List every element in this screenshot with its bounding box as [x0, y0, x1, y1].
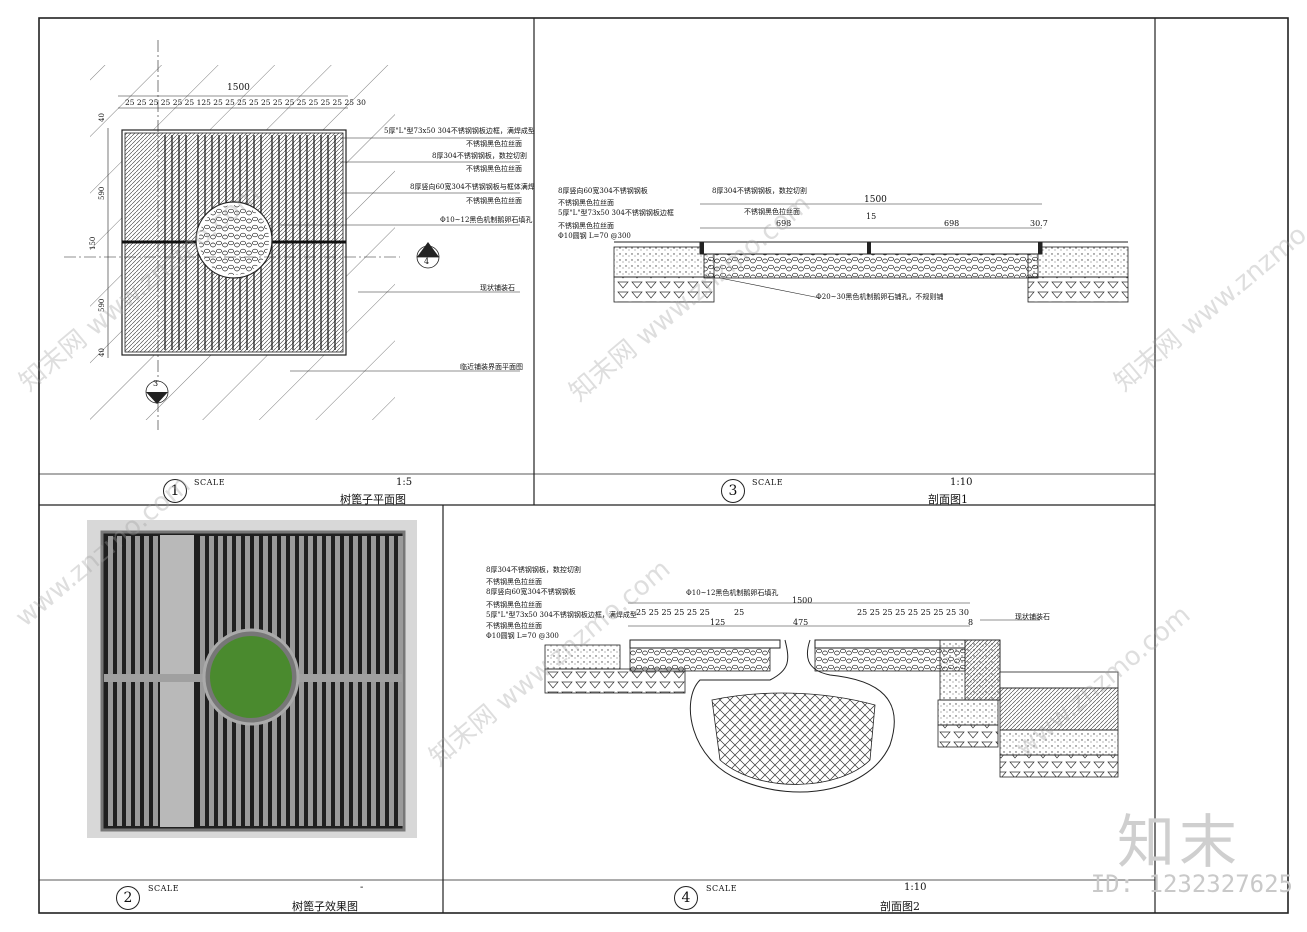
- section1-note-1: 8厚竖向60宽304不锈钢钢板: [558, 187, 648, 195]
- section1-note-7: 不锈钢黑色拉丝面: [744, 208, 800, 216]
- plan-view: [64, 40, 520, 430]
- panel-3-title: 剖面图1: [928, 493, 968, 506]
- plan-dim-ticks: 25 25 25 25 25 25 125 25 25 25 25 25 25 …: [125, 98, 366, 107]
- panel-1-scale-label: SCALE: [194, 478, 226, 487]
- section2-note-8: Φ10~12黑色机制鹅卵石填孔: [686, 589, 779, 597]
- plan-section-mark-b: 3: [153, 379, 159, 388]
- panel-1-number: 1: [163, 479, 187, 503]
- section2-note-7: Φ10圆钢 L=70 @300: [486, 632, 559, 640]
- panel-4-number: 4: [674, 886, 698, 910]
- plan-side-dim-3: 150: [89, 236, 97, 250]
- sheet-border: [38, 17, 1289, 914]
- plan-note-8: 现状铺装石: [480, 284, 515, 292]
- brand-logo: 知末: [1116, 808, 1241, 876]
- plan-note-6: 不锈钢黑色拉丝面: [466, 197, 522, 205]
- plan-side-dim-4: 590: [98, 298, 106, 312]
- section2-note-6: 不锈钢黑色拉丝面: [486, 622, 542, 630]
- plan-note-7: Φ10~12黑色机制鹅卵石填孔: [440, 216, 533, 224]
- panel-3-scale-label: SCALE: [752, 478, 784, 487]
- section2-dim-total: 1500: [792, 596, 813, 605]
- plan-note-4: 不锈钢黑色拉丝面: [466, 165, 522, 173]
- plan-side-dim-5: 40: [98, 348, 106, 357]
- panel-4-title: 剖面图2: [880, 900, 920, 913]
- section1-note-6: 8厚304不锈钢钢板，数控切割: [712, 187, 807, 195]
- section1-note-8: Φ20~30黑色机制鹅卵石铺孔，不规则铺: [816, 293, 944, 301]
- section1-dim-1: 698: [776, 219, 792, 228]
- panel-2-scale-label: SCALE: [148, 884, 180, 893]
- plan-note-5: 8厚竖向60宽304不锈钢钢板与框体满焊: [410, 183, 535, 191]
- section1-note-3: 5厚"L"型73x50 304不锈钢钢板边框: [558, 209, 674, 217]
- render-view: [87, 520, 417, 838]
- panel-3-number: 3: [721, 479, 745, 503]
- panel-3-scale: 1:10: [950, 477, 973, 488]
- section2-note-5: 5厚"L"型73x50 304不锈钢钢板边框，满焊成型: [486, 611, 637, 619]
- id-text: ID: 1232327625: [1090, 870, 1293, 898]
- section2-note-4: 不锈钢黑色拉丝面: [486, 601, 542, 609]
- panel-2-scale: -: [360, 882, 364, 893]
- section2-note-2: 不锈钢黑色拉丝面: [486, 578, 542, 586]
- plan-side-dim-1: 40: [98, 113, 106, 122]
- plan-side-dim-2: 590: [98, 186, 106, 200]
- panel-4-scale-label: SCALE: [706, 884, 738, 893]
- section2-note-9: 现状铺装石: [1015, 613, 1050, 621]
- section1-dim-3: 698: [944, 219, 960, 228]
- section1-dim-total: 1500: [864, 195, 887, 205]
- plan-note-9: 临近铺装界面平面图: [460, 363, 523, 371]
- section1-dim-4: 30.7: [1030, 219, 1048, 228]
- plan-note-1: 5厚"L"型73x50 304不锈钢钢板边框，满焊成型: [384, 127, 535, 135]
- section-1: [613, 203, 1129, 303]
- panel-4-scale: 1:10: [904, 882, 927, 893]
- section2-dims-left: 25 25 25 25 25 25: [636, 608, 710, 617]
- plan-section-mark-a: 4: [424, 257, 430, 266]
- section2-dim-mid-1: 125: [710, 618, 726, 627]
- plan-dim-total: 1500: [227, 83, 250, 93]
- section2-note-1: 8厚304不锈钢钢板，数控切割: [486, 566, 581, 574]
- panel-2-title: 树篦子效果图: [292, 900, 358, 913]
- section2-dim-mid-3: 475: [793, 618, 809, 627]
- section1-note-2: 不锈钢黑色拉丝面: [558, 199, 614, 207]
- panel-1-scale: 1:5: [396, 477, 413, 488]
- section-marker-b: [145, 380, 169, 404]
- section2-dim-mid-2: 25: [734, 608, 745, 617]
- section1-note-4: 不锈钢黑色拉丝面: [558, 222, 614, 230]
- section1-dim-2: 15: [866, 212, 877, 221]
- section-marker-a: [416, 242, 440, 269]
- panel-2-number: 2: [116, 886, 140, 910]
- plan-note-3: 8厚304不锈钢钢板，数控切割: [432, 152, 527, 160]
- section-2: [544, 602, 1119, 793]
- section1-note-5: Φ10圆钢 L=70 @300: [558, 232, 631, 240]
- section2-dims-right: 25 25 25 25 25 25 25 25 30: [857, 608, 969, 617]
- section2-note-3: 8厚竖向60宽304不锈钢钢板: [486, 588, 576, 596]
- plan-leaders: [280, 137, 520, 372]
- section2-note-10: 8: [968, 618, 974, 627]
- panel-1-title: 树篦子平面图: [340, 493, 406, 506]
- plan-note-2: 不锈钢黑色拉丝面: [466, 140, 522, 148]
